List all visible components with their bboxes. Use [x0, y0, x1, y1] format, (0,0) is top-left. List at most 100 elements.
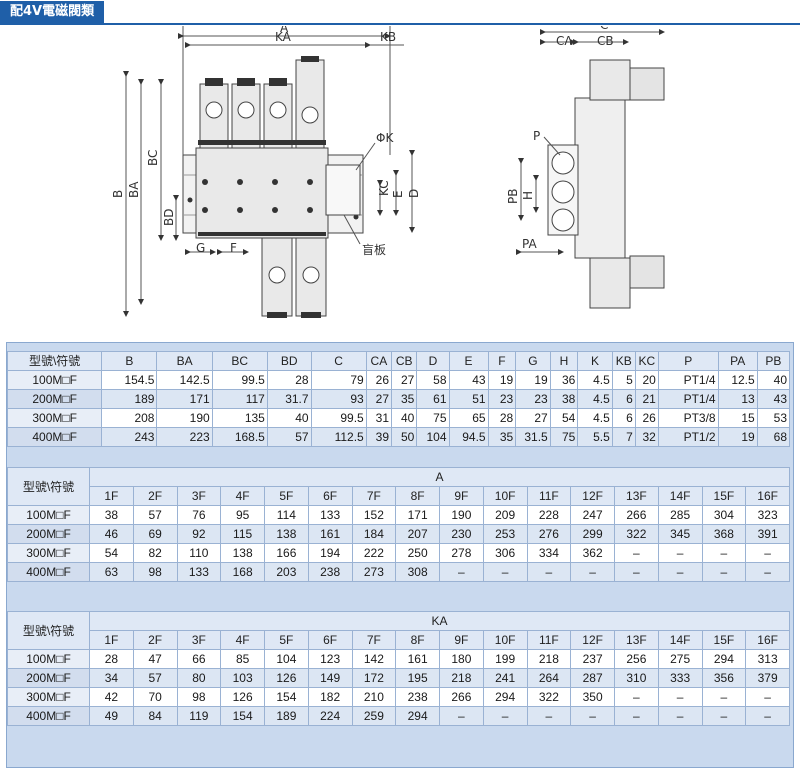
station-header: 12F	[570, 630, 615, 650]
value-cell: 66	[176, 649, 222, 669]
value-cell: 31	[365, 408, 393, 428]
value-cell: 28	[487, 408, 517, 428]
value-cell: 310	[614, 668, 659, 688]
station-header: 4F	[220, 486, 265, 506]
station-header: 13F	[614, 630, 659, 650]
svg-text:A: A	[280, 26, 289, 35]
value-cell: 264	[526, 668, 572, 688]
station-header: 12F	[570, 486, 615, 506]
value-cell: 40	[391, 408, 418, 428]
value-cell: 53	[756, 408, 791, 428]
value-cell: 19	[487, 370, 517, 390]
value-cell: 123	[307, 649, 353, 669]
value-cell: 110	[176, 543, 222, 563]
value-cell: 126	[220, 687, 265, 707]
svg-text:P: P	[533, 129, 540, 143]
value-cell: 38	[549, 389, 579, 409]
value-cell: –	[614, 687, 659, 707]
value-cell: 142	[351, 649, 397, 669]
station-header: 3F	[176, 486, 222, 506]
value-cell: 172	[351, 668, 397, 688]
value-cell: 19	[515, 370, 551, 390]
station-header: 11F	[526, 630, 572, 650]
value-cell: 61	[416, 389, 450, 409]
svg-text:ΦK: ΦK	[376, 131, 394, 145]
value-cell: PT3/8	[657, 408, 719, 428]
value-cell: –	[439, 706, 484, 726]
value-cell: 99.5	[310, 408, 367, 428]
value-cell: 26	[365, 370, 393, 390]
value-cell: 168.5	[211, 427, 268, 447]
value-cell: 253	[482, 524, 528, 544]
value-cell: 80	[176, 668, 222, 688]
svg-text:H: H	[521, 191, 535, 200]
value-cell: 142.5	[156, 370, 213, 390]
value-cell: 184	[351, 524, 397, 544]
station-header: 6F	[307, 486, 353, 506]
value-cell: 104	[416, 427, 450, 447]
value-cell: 93	[310, 389, 367, 409]
value-cell: 54	[89, 543, 134, 563]
value-cell: 350	[570, 687, 615, 707]
value-cell: 6	[611, 408, 636, 428]
value-cell: 194	[307, 543, 353, 563]
value-cell: 133	[176, 562, 222, 582]
value-cell: 51	[448, 389, 489, 409]
value-cell: 189	[101, 389, 158, 409]
value-cell: 323	[745, 505, 790, 525]
value-cell: 391	[745, 524, 790, 544]
value-cell: 94.5	[448, 427, 489, 447]
value-cell: 70	[132, 687, 178, 707]
value-cell: PT1/4	[657, 370, 719, 390]
value-cell: 152	[351, 505, 397, 525]
value-cell: 276	[526, 524, 572, 544]
value-cell: 104	[264, 649, 309, 669]
value-cell: 334	[526, 543, 572, 563]
station-header: 9F	[439, 630, 484, 650]
value-cell: –	[745, 706, 790, 726]
side-view	[516, 29, 665, 309]
section-header: 配4V電磁閥類	[0, 0, 800, 26]
value-cell: –	[657, 706, 703, 726]
value-cell: 75	[549, 427, 579, 447]
value-cell: 266	[614, 505, 659, 525]
ka-group-label: KA	[89, 611, 790, 631]
section-title: 配4V電磁閥類	[0, 1, 105, 23]
model-cell: 100M□F	[7, 505, 90, 525]
value-cell: 230	[439, 524, 484, 544]
station-header: 5F	[264, 630, 309, 650]
value-cell: –	[482, 562, 528, 582]
value-cell: 21	[634, 389, 659, 409]
value-cell: 103	[220, 668, 265, 688]
station-header: 8F	[395, 486, 440, 506]
technical-drawing: A KA KB ΦK KC E D B BA BC BD G F 盲板 C CA…	[111, 26, 665, 318]
svg-text:KB: KB	[380, 30, 396, 44]
svg-text:B: B	[111, 190, 125, 198]
value-cell: 243	[101, 427, 158, 447]
value-cell: 218	[526, 649, 572, 669]
value-cell: 259	[351, 706, 397, 726]
value-cell: 27	[391, 370, 418, 390]
value-cell: 117	[211, 389, 268, 409]
value-cell: 171	[395, 505, 440, 525]
a-group-row: 型號\符號 A	[7, 467, 790, 506]
value-cell: 356	[701, 668, 747, 688]
value-cell: 299	[570, 524, 615, 544]
value-cell: 43	[448, 370, 489, 390]
value-cell: 161	[307, 524, 353, 544]
value-cell: 40	[266, 408, 312, 428]
svg-text:CA: CA	[556, 34, 573, 48]
value-cell: 250	[395, 543, 440, 563]
value-cell: 379	[745, 668, 790, 688]
value-cell: 119	[176, 706, 222, 726]
station-header: 10F	[482, 630, 528, 650]
value-cell: –	[701, 562, 747, 582]
value-cell: 322	[526, 687, 572, 707]
